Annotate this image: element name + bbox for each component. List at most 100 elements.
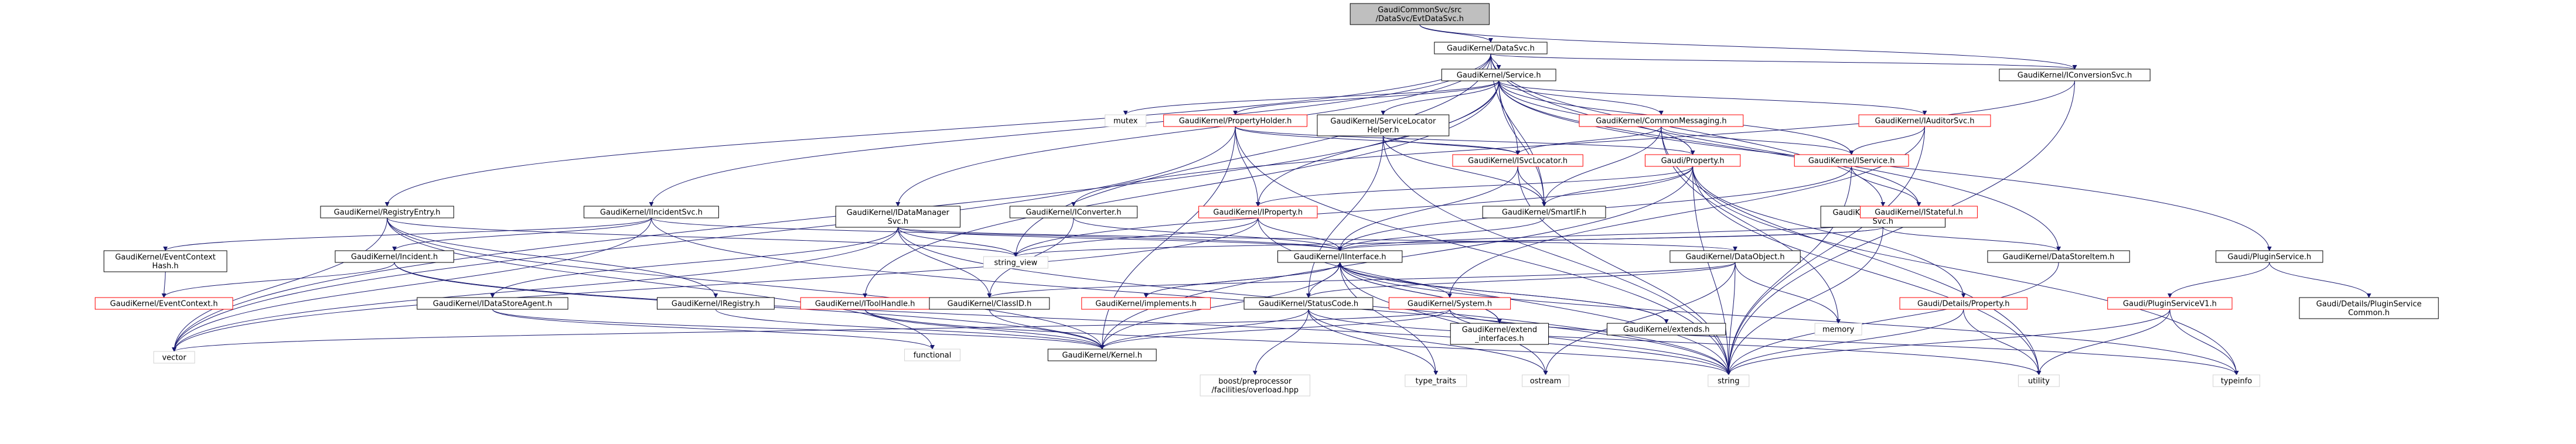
node-istateful[interactable]: GaudiKernel/IStateful.h [1860,206,1978,218]
node-iconverter[interactable]: GaudiKernel/IConverter.h [1009,206,1138,218]
node-box-iinterface [1277,250,1403,263]
node-pluginservice[interactable]: Gaudi/PluginService.h [2216,250,2323,263]
node-box-typeinfo [2213,374,2260,387]
edge-service-to-istateful [1498,80,1921,207]
node-box-memory [1814,323,1862,336]
node-label-pluginservicecommon: Gaudi/Details/PluginService [2316,300,2422,309]
node-functional[interactable]: functional [904,349,961,361]
node-type_traits[interactable]: type_traits [1405,374,1467,387]
edge-pluginservicev1-to-typeinfo [2169,309,2239,375]
node-root[interactable]: GaudiCommonSvc/src/DataSvc/EvtDataSvc.h [1350,3,1490,25]
node-datasvc[interactable]: GaudiKernel/DataSvc.h [1434,42,1548,54]
edge-dataobject-to-memory [1735,262,1841,324]
node-implements[interactable]: GaudiKernel/implements.h [1081,297,1211,310]
edge-servicelocatorhelper-to-smartif [1382,135,1547,207]
edge-propertyholder-to-vector [172,126,1236,352]
node-extends[interactable]: GaudiKernel/extends.h [1607,323,1726,336]
node-itoolhandle[interactable]: GaudiKernel/IToolHandle.h [800,297,930,310]
node-boost_overload[interactable]: boost/preprocessor/facilities/overload.h… [1200,374,1310,397]
node-isvclocator[interactable]: GaudiKernel/ISvcLocator.h [1452,154,1583,167]
node-iconversionsvc[interactable]: GaudiKernel/IConversionSvc.h [1999,69,2151,81]
node-iincidentsvc[interactable]: GaudiKernel/IIncidentSvc.h [584,206,719,218]
node-utility[interactable]: utility [2018,374,2060,387]
node-commonmessaging[interactable]: GaudiKernel/CommonMessaging.h [1579,114,1744,127]
node-label-system: GaudiKernel/System.h [1408,300,1492,309]
node-label-vector: vector [162,354,187,363]
node-label-mutex: mutex [1113,117,1138,126]
edge-iregistry_entry-to-string_view [387,217,1018,257]
node-string_view[interactable]: string_view [983,256,1048,269]
node-box-extends [1607,323,1726,336]
node-label-eventcontexthash: GaudiKernel/EventContext [115,253,216,262]
node-idatastoreagent[interactable]: GaudiKernel/IDataStoreAgent.h [417,297,568,310]
edge-system-to-vector [172,309,1450,352]
edge-iregistry-to-kernel [715,309,1105,350]
node-iregistry_entry[interactable]: GaudiKernel/RegistryEntry.h [320,206,454,218]
node-service[interactable]: GaudiKernel/Service.h [1441,69,1556,81]
node-smartif[interactable]: GaudiKernel/SmartIF.h [1482,206,1606,218]
node-iincident[interactable]: GaudiKernel/Incident.h [335,250,454,263]
node-ostream[interactable]: ostream [1522,374,1570,387]
node-vector[interactable]: vector [153,351,195,364]
node-label-idatamanagersvc: Svc.h [888,217,908,226]
node-iinterface[interactable]: GaudiKernel/IInterface.h [1277,250,1403,263]
node-label-istateful: GaudiKernel/IStateful.h [1875,209,1962,217]
node-box-iconverter [1009,206,1138,218]
node-label-datastoreitem: GaudiKernel/DataStoreItem.h [2003,253,2115,262]
edge-root-to-iconversionsvc [1419,24,2077,70]
node-box-datasvc [1434,42,1548,54]
node-label-iauditorsvc: GaudiKernel/IAuditorSvc.h [1875,117,1974,126]
node-box-ostream [1522,374,1570,387]
edge-iinterface-to-ostream [1340,262,1548,375]
node-label-iincidentsvc: GaudiKernel/IIncidentSvc.h [600,209,703,217]
node-details_property[interactable]: Gaudi/Details/Property.h [1899,297,2028,310]
node-label-propertyholder: GaudiKernel/PropertyHolder.h [1179,117,1292,126]
node-eventcontext[interactable]: GaudiKernel/EventContext.h [94,297,233,310]
node-string[interactable]: string [1708,374,1750,387]
edge-iinterface-to-typeinfo [1340,262,2239,375]
node-statuscode[interactable]: GaudiKernel/StatusCode.h [1243,297,1374,310]
node-mutex[interactable]: mutex [1105,114,1147,127]
node-label-pluginservicecommon: Common.h [2348,309,2390,317]
node-dataobject[interactable]: GaudiKernel/DataObject.h [1669,250,1801,263]
node-property[interactable]: Gaudi/Property.h [1644,154,1741,167]
node-box-servicelocatorhelper [1317,114,1450,136]
edge-service-to-iauditorsvc [1498,80,1927,115]
edge-service-to-commonmessaging [1498,80,1664,115]
node-classid[interactable]: GaudiKernel/ClassID.h [929,297,1050,310]
edge-iproperty-to-vector [172,217,1259,352]
edge-system-to-string [1449,309,1731,375]
edge-isvclocator-to-smartif [1517,166,1547,207]
node-label-utility: utility [2028,377,2050,386]
edge-iservice-to-istateful [1851,166,1921,207]
node-box-idatastoreagent [417,297,568,310]
node-datastoreitem[interactable]: GaudiKernel/DataStoreItem.h [1987,250,2130,263]
node-kernel[interactable]: GaudiKernel/Kernel.h [1047,349,1157,361]
edge-property-to-iproperty [1255,166,1694,207]
node-memory[interactable]: memory [1814,323,1862,336]
edge-iproperty-to-string [1258,217,1731,375]
node-iregistry[interactable]: GaudiKernel/IRegistry.h [656,297,775,310]
node-iservice[interactable]: GaudiKernel/IService.h [1794,154,1909,167]
node-system[interactable]: GaudiKernel/System.h [1388,297,1511,310]
node-label-idatastoreagent: GaudiKernel/IDataStoreAgent.h [433,300,552,309]
edge-commonmessaging-to-isvclocator [1515,126,1662,155]
edge-idatamanagersvc-to-classid [897,227,992,298]
node-iauditorsvc[interactable]: GaudiKernel/IAuditorSvc.h [1858,114,1991,127]
node-extend_interfaces[interactable]: GaudiKernel/extend_interfaces.h [1450,323,1549,345]
edge-iauditorsvc-to-iservice [1849,126,1926,155]
edge-service-to-propertyholder [1233,80,1500,115]
node-pluginservicev1[interactable]: Gaudi/PluginServiceV1.h [2107,297,2233,310]
node-typeinfo[interactable]: typeinfo [2213,374,2260,387]
node-iproperty[interactable]: GaudiKernel/IProperty.h [1198,206,1318,218]
edge-details_property-to-string [1726,309,1964,375]
edge-idataprovidersvc-to-string_view [1013,227,1883,257]
edge-property-to-typeinfo [1692,166,2239,375]
node-propertyholder[interactable]: GaudiKernel/PropertyHolder.h [1163,114,1307,127]
edge-propertyholder-to-iproperty [1235,126,1260,207]
edge-propertyholder-to-isvclocator [1235,126,1520,155]
